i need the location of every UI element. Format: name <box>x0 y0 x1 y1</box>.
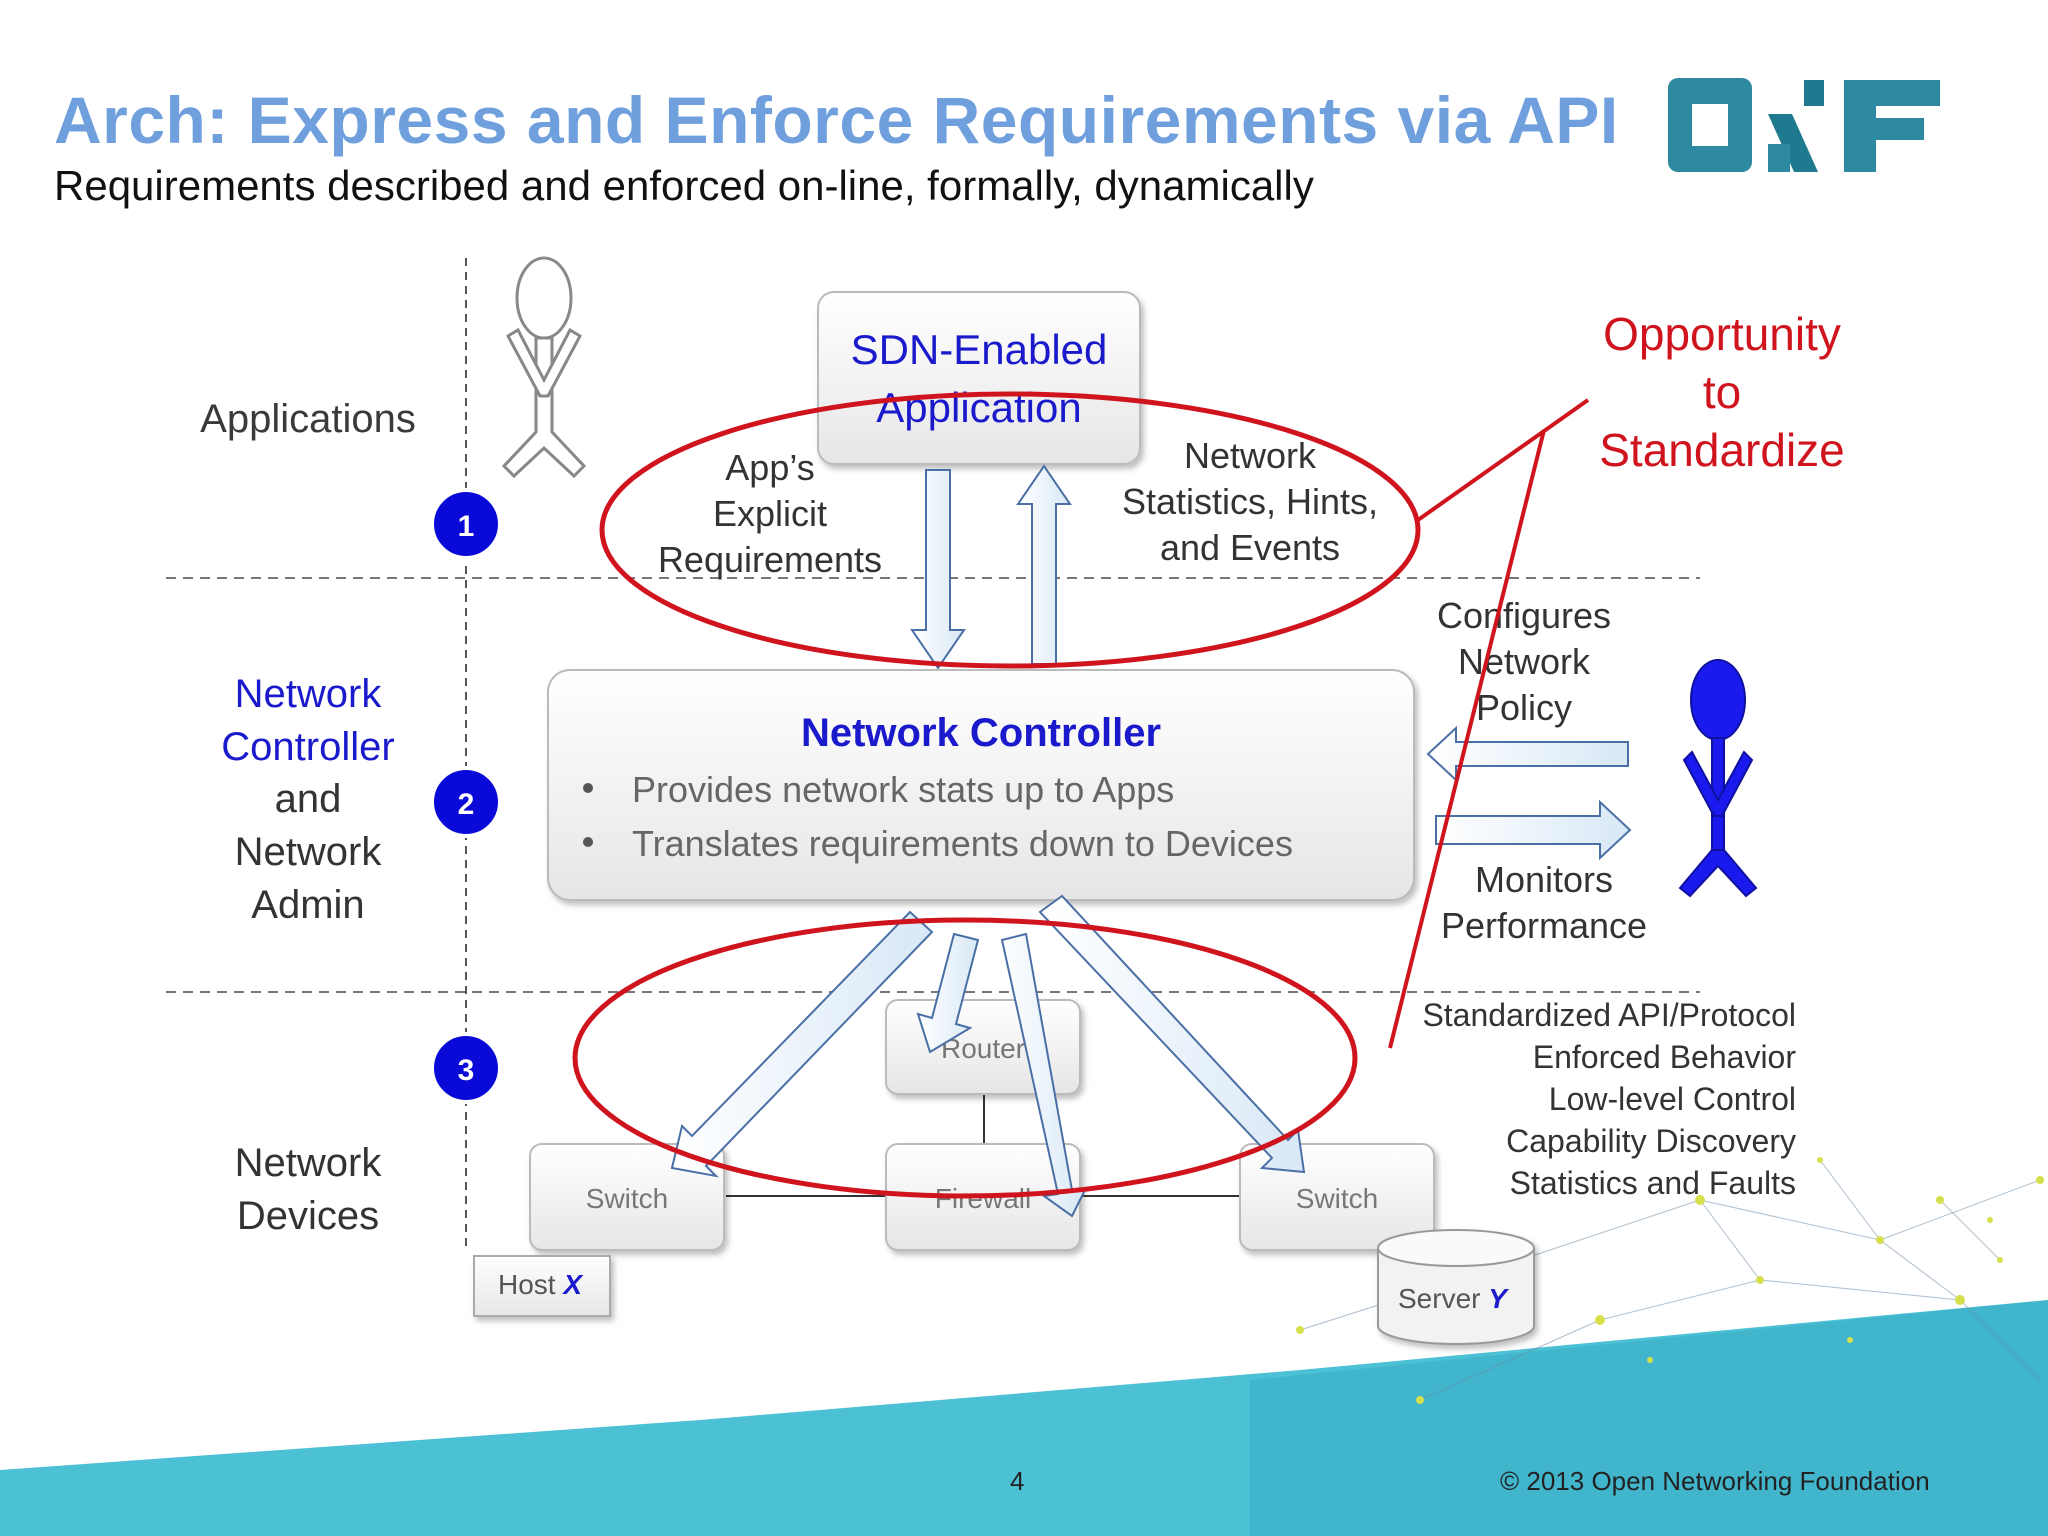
onf-logo <box>1668 78 1940 172</box>
badge-2: 2 <box>430 766 502 838</box>
svg-text:Policy: Policy <box>1476 687 1572 728</box>
app-user-figure <box>501 256 587 479</box>
svg-text:Network: Network <box>235 1141 383 1185</box>
callout-line-bottom <box>1388 429 1546 1049</box>
api-capabilities-list: Standardized API/Protocol Enforced Behav… <box>1422 997 1796 1201</box>
arrow-configure-policy <box>1426 725 1629 783</box>
svg-text:and: and <box>275 777 342 821</box>
svg-text:Network: Network <box>1184 435 1317 476</box>
highlight-ellipse-bottom <box>572 917 1358 1199</box>
arrow-down-requirements <box>910 469 966 670</box>
svg-text:Host X: Host X <box>498 1269 584 1300</box>
svg-text:Configures: Configures <box>1437 595 1611 636</box>
badge-3: 3 <box>430 1032 502 1104</box>
svg-text:Server Y: Server Y <box>1398 1283 1509 1314</box>
callout-line-top <box>1416 398 1590 522</box>
arrow-up-statistics <box>1016 464 1072 665</box>
network-admin-figure <box>1678 659 1758 898</box>
svg-text:Opportunity: Opportunity <box>1603 308 1841 360</box>
configures-label: Configures Network Policy <box>1437 595 1611 728</box>
opportunity-label: Opportunity to Standardize <box>1599 308 1845 476</box>
arrow-to-switch-left <box>670 910 934 1178</box>
badge-1: 1 <box>430 488 502 560</box>
layer-label-applications: Applications <box>200 397 416 441</box>
footer-wave-dark <box>1250 1300 2048 1536</box>
svg-text:Standardized API/Protocol: Standardized API/Protocol <box>1422 997 1796 1033</box>
svg-text:2: 2 <box>458 788 475 821</box>
page-title: Arch: Express and Enforce Requirements v… <box>54 83 1619 157</box>
svg-text:Performance: Performance <box>1441 905 1647 946</box>
sdn-application-box: SDN-Enabled Application <box>817 291 1141 465</box>
svg-text:Standardize: Standardize <box>1599 424 1845 476</box>
svg-text:1: 1 <box>458 510 475 543</box>
svg-text:Monitors: Monitors <box>1475 859 1613 900</box>
svg-text:Devices: Devices <box>237 1194 379 1238</box>
svg-text:Enforced Behavior: Enforced Behavior <box>1533 1039 1797 1075</box>
svg-text:Translates requirements down t: Translates requirements down to Devices <box>632 823 1293 864</box>
svg-text:and Events: and Events <box>1160 527 1340 568</box>
svg-text:to: to <box>1703 366 1741 418</box>
svg-text:Requirements: Requirements <box>658 539 882 580</box>
svg-text:Network Controller: Network Controller <box>801 711 1161 755</box>
svg-text:Admin: Admin <box>251 883 364 927</box>
page-number: 4 <box>1010 1466 1025 1496</box>
svg-text:Switch: Switch <box>1296 1183 1378 1214</box>
page-subtitle: Requirements described and enforced on-l… <box>54 162 1314 209</box>
svg-text:3: 3 <box>458 1054 475 1087</box>
svg-text:Network: Network <box>1458 641 1591 682</box>
highlight-ellipse-top <box>599 391 1421 669</box>
svg-text:Statistics, Hints,: Statistics, Hints, <box>1122 481 1378 522</box>
server-y-device: Server Y <box>1377 1229 1535 1345</box>
svg-text:Capability Discovery: Capability Discovery <box>1506 1123 1796 1159</box>
network-stats-label: Network Statistics, Hints, and Events <box>1122 435 1378 568</box>
svg-text:Network: Network <box>235 672 383 716</box>
host-x-device: Host X <box>473 1255 611 1317</box>
arrow-monitor-performance <box>1435 799 1632 861</box>
svg-text:SDN-Enabled: SDN-Enabled <box>851 326 1108 373</box>
svg-text:Network: Network <box>235 830 383 874</box>
svg-text:Switch: Switch <box>586 1183 668 1214</box>
svg-text:Explicit: Explicit <box>713 493 827 534</box>
svg-text:Provides network stats up to A: Provides network stats up to Apps <box>632 769 1174 810</box>
layer-label-devices: Network Devices <box>235 1141 383 1238</box>
copyright-notice: © 2013 Open Networking Foundation <box>1500 1466 1930 1496</box>
svg-text:App’s: App’s <box>725 447 814 488</box>
network-mesh-decoration <box>1299 1159 2041 1401</box>
svg-text:Application: Application <box>876 384 1081 431</box>
app-requirements-label: App’s Explicit Requirements <box>658 447 882 580</box>
svg-text:Firewall: Firewall <box>935 1183 1031 1214</box>
arrow-to-switch-right <box>1038 894 1306 1174</box>
svg-text:Low-level Control: Low-level Control <box>1549 1081 1796 1117</box>
svg-text:Controller: Controller <box>221 725 394 769</box>
monitors-label: Monitors Performance <box>1441 859 1647 946</box>
svg-text:Statistics and Faults: Statistics and Faults <box>1510 1165 1796 1201</box>
switch-left-device: Switch <box>529 1143 725 1251</box>
layer-label-controller: Network Controller and Network Admin <box>221 672 394 927</box>
arrow-to-router <box>916 932 980 1054</box>
network-controller-box: Network Controller Provides network stat… <box>547 669 1415 901</box>
